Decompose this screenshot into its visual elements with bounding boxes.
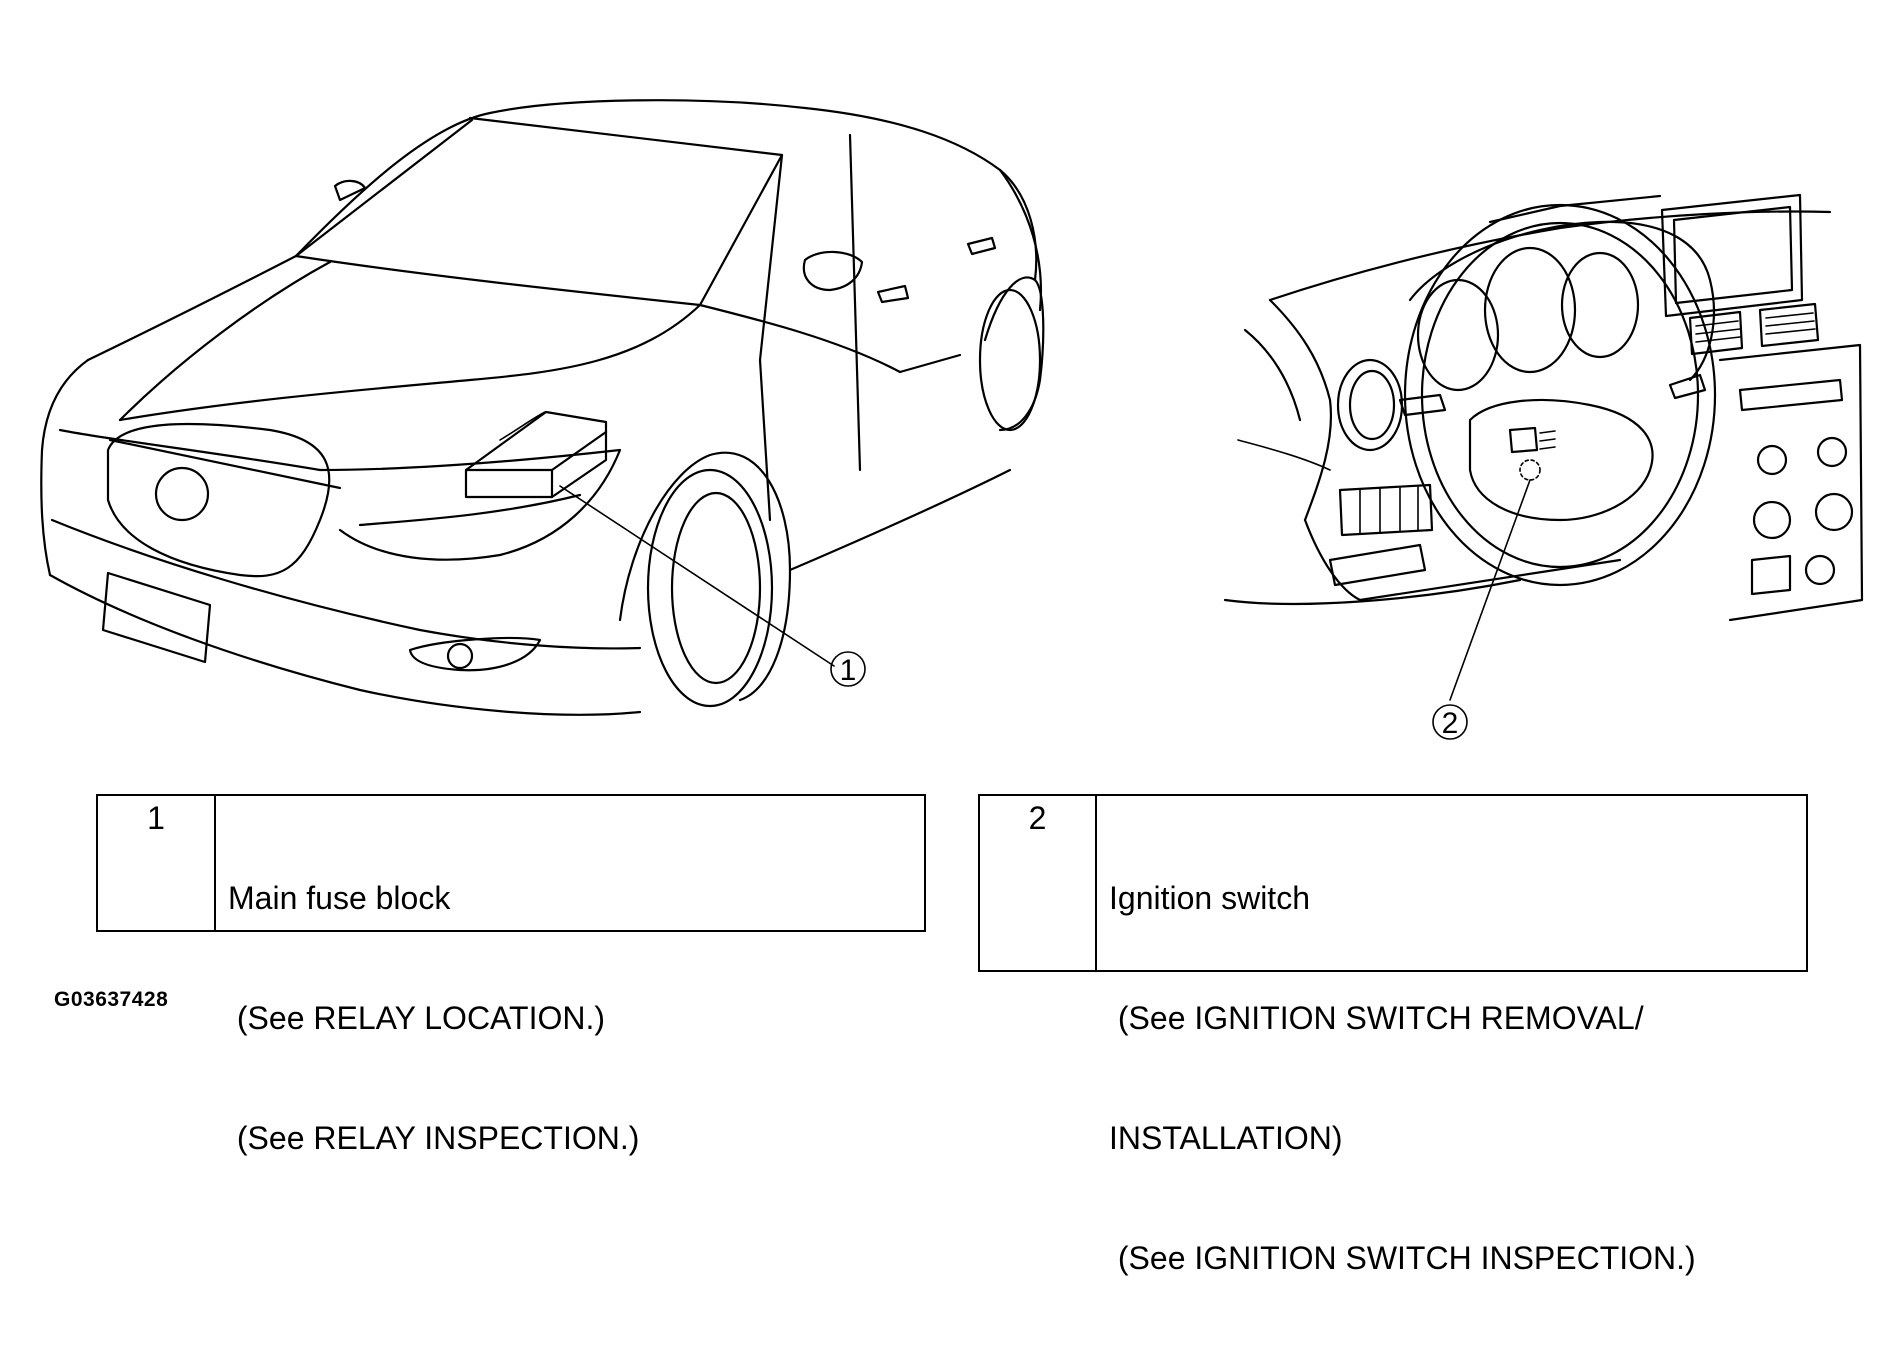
- figure-code: G03637428: [54, 988, 169, 1011]
- legend-1-description: Main fuse block (See RELAY LOCATION.) (S…: [216, 796, 639, 1156]
- legend-2-line-4: (See IGNITION SWITCH INSPECTION.): [1109, 1240, 1696, 1276]
- legend-2-line-1: Ignition switch: [1109, 880, 1310, 916]
- dashboard-illustration: [1223, 193, 1864, 701]
- legend-2-description: Ignition switch (See IGNITION SWITCH REM…: [1097, 796, 1696, 1276]
- location-diagram: 1 2: [40, 99, 1864, 740]
- legend-main-fuse-block: 1 Main fuse block (See RELAY LOCATION.) …: [96, 794, 926, 1156]
- callout-1-label: 1: [840, 654, 857, 687]
- legend-2-line-3: INSTALLATION): [1109, 1120, 1343, 1156]
- legend-ignition-switch: 2 Ignition switch (See IGNITION SWITCH R…: [978, 794, 1808, 1276]
- legend-2-line-2: (See IGNITION SWITCH REMOVAL/: [1109, 1000, 1644, 1036]
- callout-1: 1: [830, 651, 866, 687]
- legend-1-line-1: Main fuse block: [228, 880, 451, 916]
- callout-2-label: 2: [1442, 707, 1459, 740]
- legend-2-number: 2: [980, 796, 1097, 970]
- legend-1-line-2: (See RELAY LOCATION.): [228, 1000, 605, 1036]
- callout-2: 2: [1432, 704, 1468, 740]
- car-illustration: [40, 99, 1045, 716]
- legend-1-line-3: (See RELAY INSPECTION.): [228, 1120, 640, 1156]
- legend-1-number: 1: [98, 796, 216, 930]
